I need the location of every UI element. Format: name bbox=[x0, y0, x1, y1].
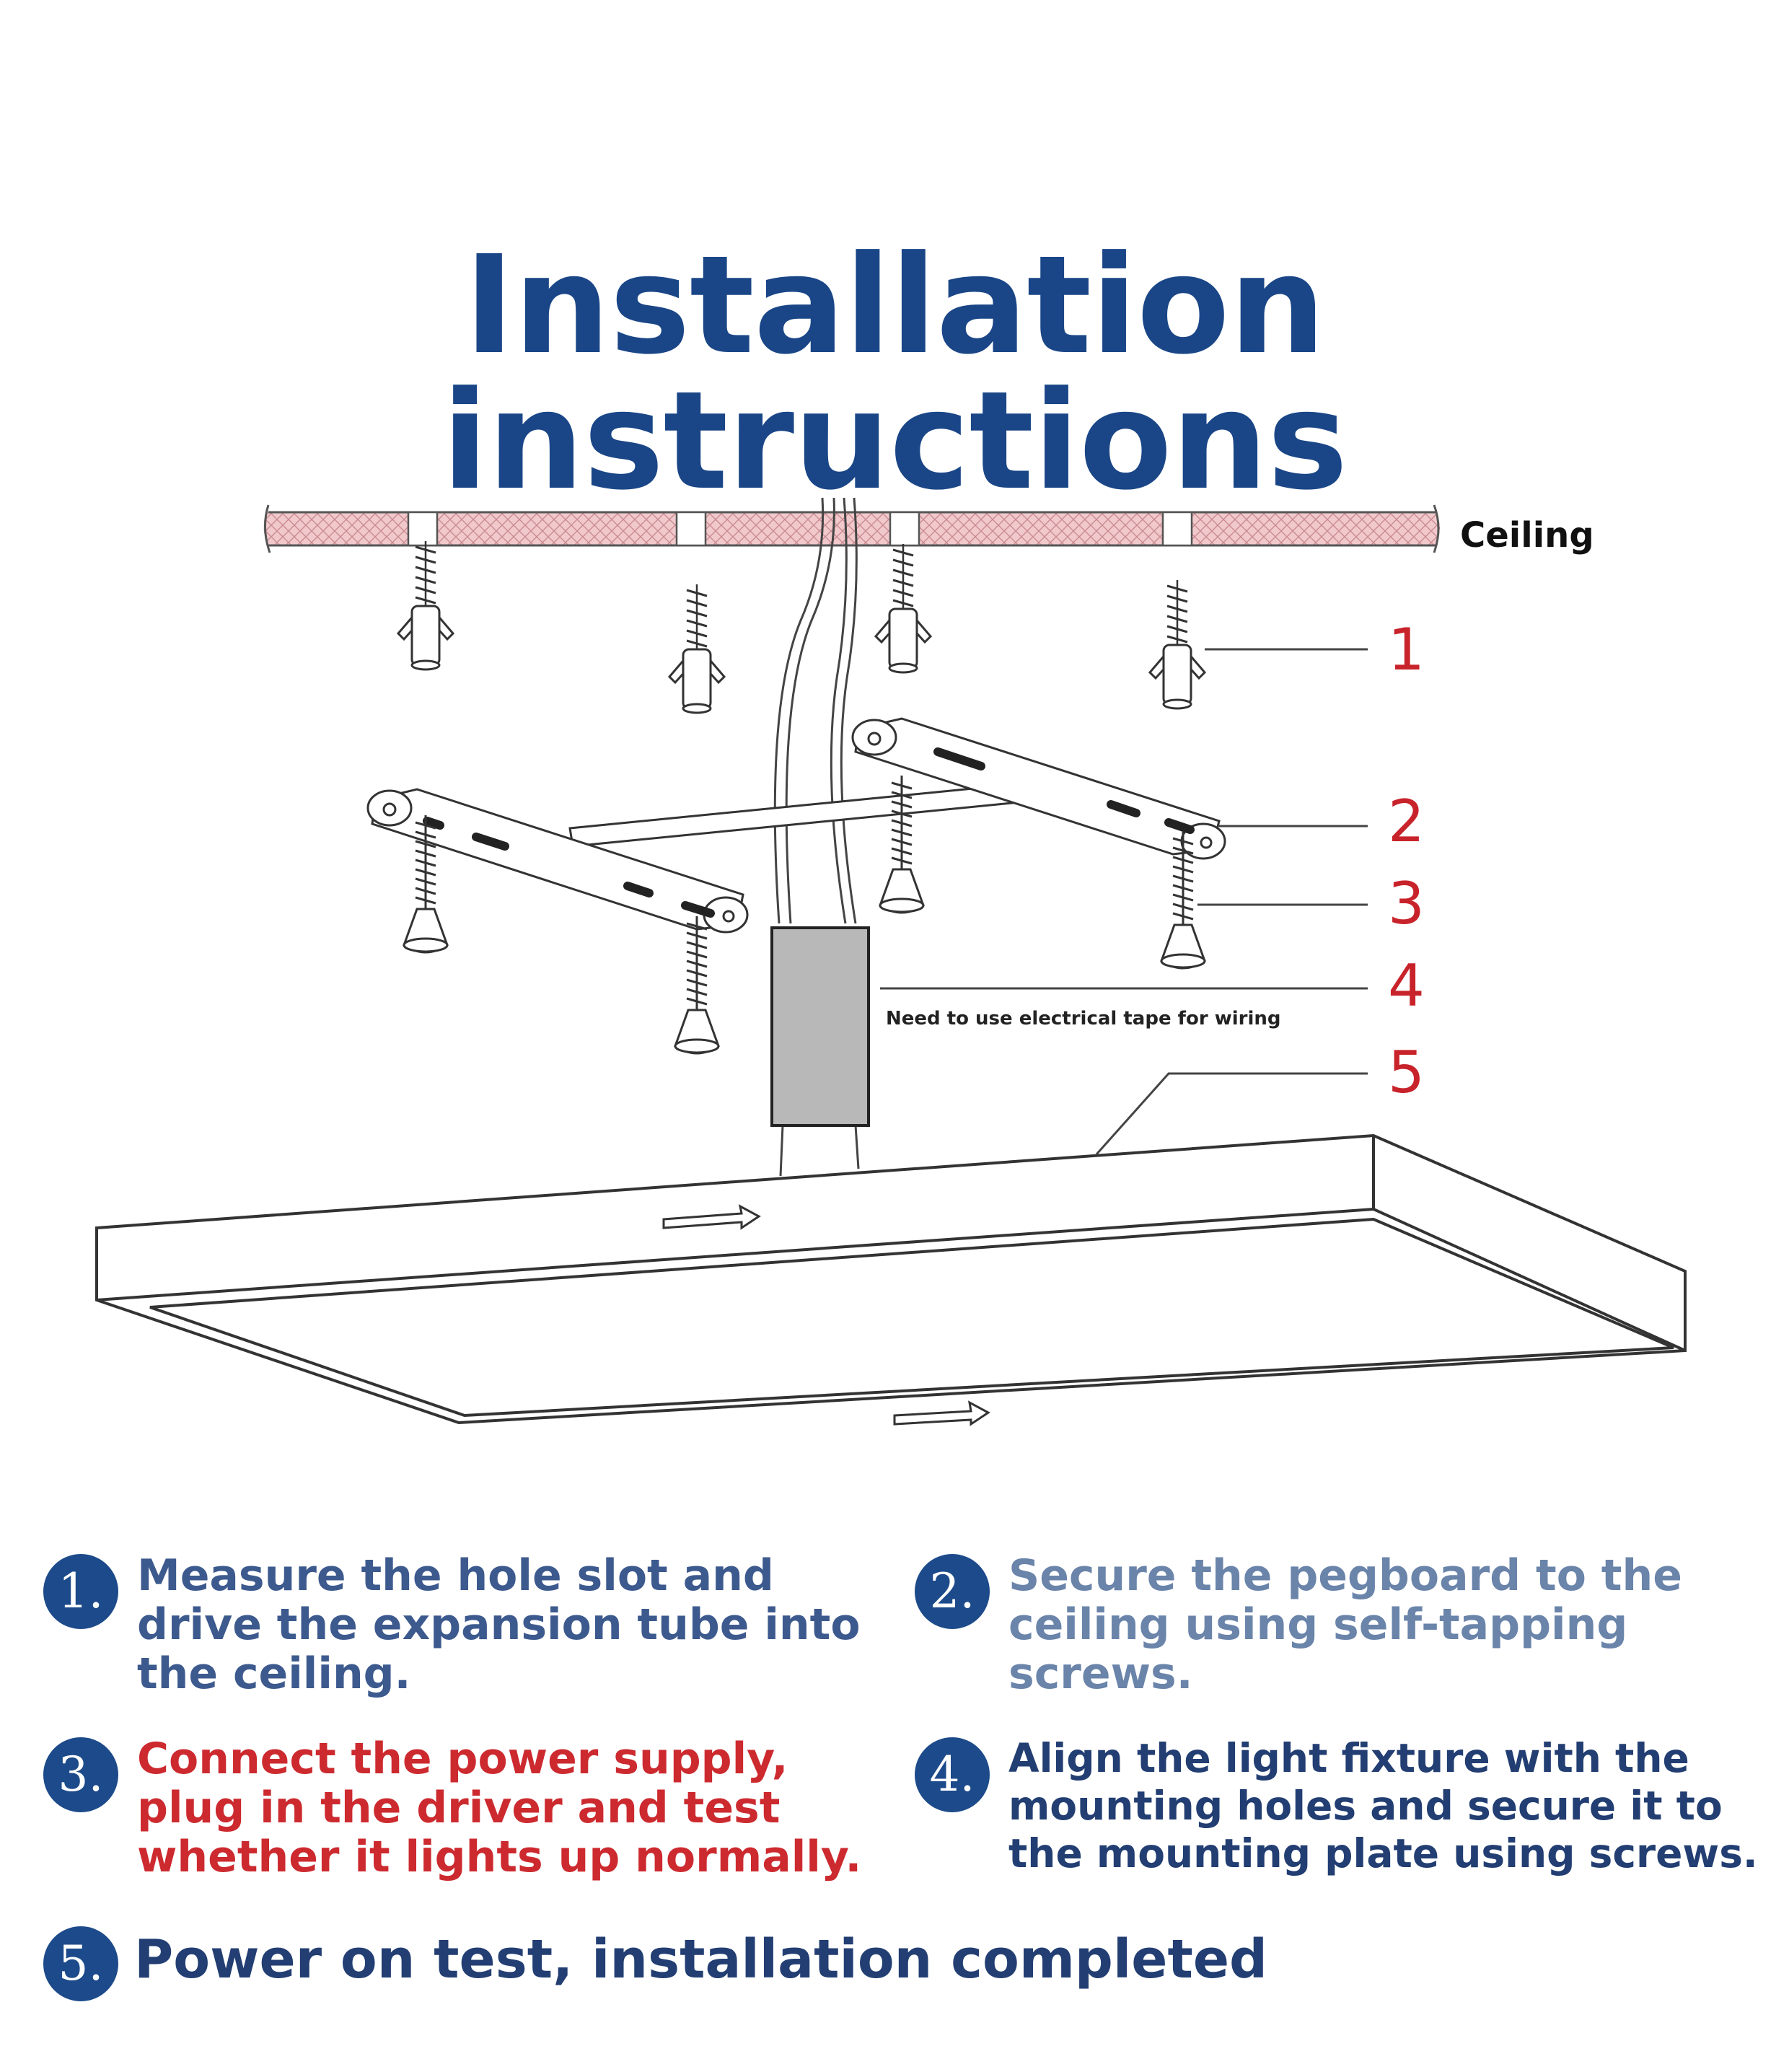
step-4-badge: 4. bbox=[915, 1737, 990, 1812]
step-2-text: Secure the pegboard to the ceiling using… bbox=[1008, 1550, 1682, 1699]
page-title: Installation instructions bbox=[441, 227, 1348, 520]
step-4: 4. Align the light fixture with the moun… bbox=[915, 1734, 1780, 1900]
callout-numbers: 1 2 3 4 5 bbox=[1388, 616, 1425, 1106]
step-5: 5. Power on test, installation completed bbox=[43, 1923, 1702, 2010]
expansion-anchors bbox=[397, 540, 1206, 714]
callout-1: 1 bbox=[1388, 616, 1425, 683]
step-3: 3. Connect the power supply, plug in the… bbox=[43, 1734, 894, 1900]
step-2: 2. Secure the pegboard to the ceiling us… bbox=[915, 1551, 1766, 1717]
step-3-badge: 3. bbox=[43, 1737, 118, 1812]
step-1: 1. Measure the hole slot and drive the e… bbox=[43, 1551, 880, 1717]
callout-leaders bbox=[880, 648, 1368, 1155]
light-panel bbox=[95, 1133, 1687, 1425]
step-1-text: Measure the hole slot and drive the expa… bbox=[137, 1550, 861, 1699]
step-5-text: Power on test, installation completed bbox=[134, 1928, 1267, 1990]
direction-arrows bbox=[662, 1204, 990, 1426]
tape-note: Need to use electrical tape for wiring bbox=[886, 1008, 1281, 1030]
callout-4: 4 bbox=[1388, 952, 1425, 1019]
callout-3: 3 bbox=[1388, 870, 1425, 937]
callout-5: 5 bbox=[1388, 1039, 1425, 1106]
step-1-badge: 1. bbox=[43, 1554, 118, 1629]
callout-2: 2 bbox=[1388, 788, 1425, 855]
step-2-badge: 2. bbox=[915, 1554, 990, 1629]
driver-box bbox=[770, 926, 870, 1127]
step-3-text: Connect the power supply, plug in the dr… bbox=[137, 1734, 862, 1882]
step-4-text: Align the light fixture with the mountin… bbox=[1008, 1735, 1758, 1876]
ceiling bbox=[263, 504, 1440, 553]
ceiling-label: Ceiling bbox=[1460, 515, 1594, 556]
step-5-badge: 5. bbox=[43, 1926, 118, 2001]
mounting-bracket bbox=[366, 717, 1226, 934]
